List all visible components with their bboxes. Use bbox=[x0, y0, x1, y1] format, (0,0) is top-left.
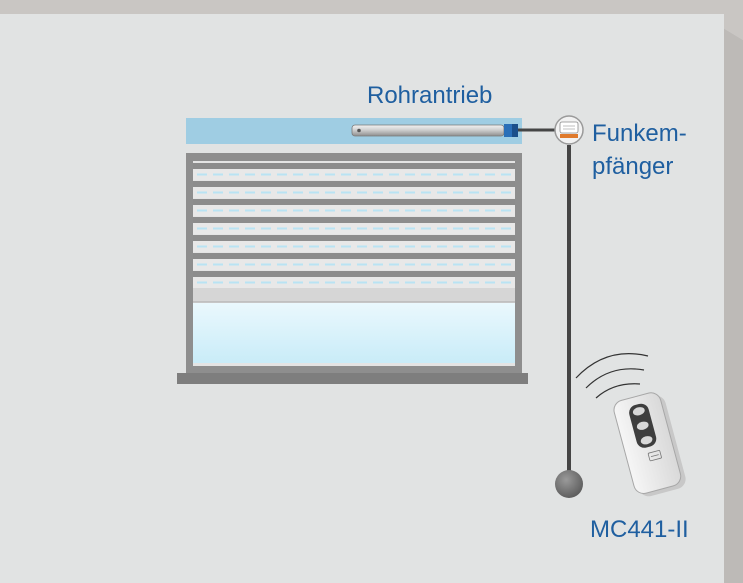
handheld-remote-icon bbox=[613, 392, 686, 497]
shutter-slat bbox=[193, 169, 515, 180]
receiver-label-line2: pfänger bbox=[592, 153, 674, 180]
radio-receiver-icon bbox=[554, 115, 584, 145]
shutter-slat-shadow bbox=[193, 235, 515, 241]
window bbox=[177, 153, 528, 384]
shutter-slat-shadow bbox=[193, 253, 515, 259]
shutter-slat-shadow bbox=[193, 199, 515, 205]
shutter-slat bbox=[193, 205, 515, 216]
roller-shutter bbox=[193, 163, 515, 288]
shutter-slat bbox=[193, 259, 515, 270]
shutter-slat bbox=[193, 223, 515, 234]
shutter-slat bbox=[193, 241, 515, 252]
shutter-slat-shadow bbox=[193, 271, 515, 277]
shutter-slat bbox=[193, 277, 515, 288]
radio-waves-icon bbox=[575, 353, 649, 399]
wall-button-icon bbox=[555, 470, 583, 498]
motor-label: Rohrantrieb bbox=[367, 82, 493, 109]
window-sill bbox=[177, 373, 528, 384]
receiver-label-line1: Funkem- bbox=[592, 120, 687, 147]
window-glass bbox=[193, 303, 515, 363]
shutter-bottom-rail bbox=[193, 288, 515, 302]
shutter-slat-shadow bbox=[193, 217, 515, 223]
shutter-slat-shadow bbox=[193, 181, 515, 187]
shutter-slat-shadow bbox=[193, 163, 515, 169]
wall-top-edge bbox=[0, 0, 743, 40]
shutter-slat bbox=[193, 187, 515, 198]
tubular-motor-icon bbox=[351, 124, 518, 137]
wall-right-edge bbox=[700, 14, 743, 583]
cable bbox=[518, 128, 571, 475]
remote-model-label: MC441-II bbox=[590, 516, 689, 543]
